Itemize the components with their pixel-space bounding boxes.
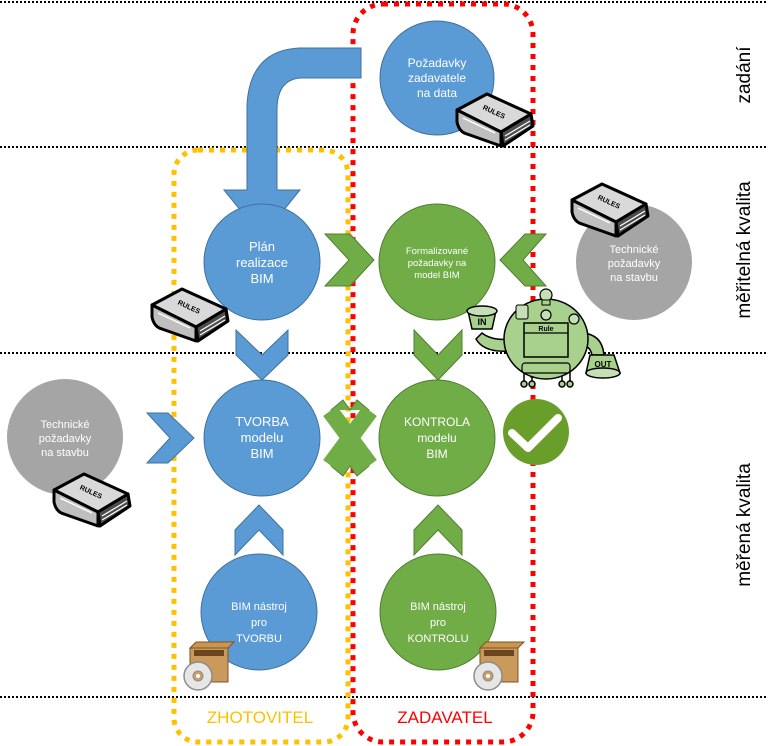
node-kontrola-line-1: KONTROLA <box>404 415 470 429</box>
node-tvorba-line-3: BIM <box>250 446 273 461</box>
node-nastroj-kontrola-line-2: pro <box>430 617 446 629</box>
node-tvorba-line-2: modelu <box>241 430 284 445</box>
node-plan-realizace: Plán realizace BIM <box>203 203 321 321</box>
node-nastroj-kontrola-line-1: BIM nástroj <box>410 601 466 613</box>
node-plan-realizace-line-3: BIM <box>250 271 273 286</box>
node-tvorba-line-1: TVORBA <box>235 414 289 429</box>
node-kontrola-line-3: BIM <box>426 447 447 461</box>
band-label-zadani: zadání <box>734 46 755 104</box>
rules-book-icon: RULES <box>52 472 132 528</box>
node-technicke-left-line-1: Technické <box>41 419 90 431</box>
chevron-up-icon <box>413 504 463 557</box>
node-pozadavky-zadavatele-line-1: Požadavky <box>408 56 467 70</box>
node-kontrola-line-2: modelu <box>417 431 456 445</box>
chevron-right-icon <box>145 412 195 464</box>
node-pozadavky-zadavatele-line-2: zadavatele <box>408 71 466 85</box>
chevron-down-icon <box>413 328 463 381</box>
zadavatel-label: ZADAVATEL <box>397 708 492 727</box>
band-labels: zadání měřitelná kvalita měřená kvalita <box>734 46 755 587</box>
node-technicke-left: Technické požadavky na stavbu <box>7 379 123 495</box>
chevron-down-icon <box>235 328 289 381</box>
chevron-right-icon <box>323 233 375 287</box>
rule-machine-panel-label: Rule <box>538 326 553 333</box>
rules-book-icon: RULES <box>570 182 650 238</box>
node-nastroj-tvorba-line-2: pro <box>251 617 267 629</box>
zhotovitel-label: ZHOTOVITEL <box>207 708 313 727</box>
node-formalizovane-line-2: požadavky na <box>408 258 467 269</box>
node-plan-realizace-line-1: Plán <box>249 239 275 254</box>
band-label-meritelna: měřitelná kvalita <box>734 181 755 319</box>
chevron-up-icon <box>234 504 284 557</box>
node-nastroj-tvorba: BIM nástroj pro TVORBU <box>200 553 318 671</box>
chevrons <box>145 233 548 557</box>
node-technicke-left-line-3: na stavbu <box>41 447 89 459</box>
node-kontrola: KONTROLA modelu BIM <box>378 379 496 497</box>
node-plan-realizace-line-2: realizace <box>236 255 288 270</box>
chevron-left-icon <box>499 233 548 287</box>
software-box-icon <box>183 641 235 691</box>
rules-book-icon: RULES <box>455 92 535 148</box>
node-nastroj-tvorba-line-3: TVORBU <box>236 633 282 645</box>
node-formalizovane: Formalizované požadavky na model BIM <box>378 203 496 321</box>
node-technicke-right-line-3: na stavbu <box>610 272 658 284</box>
rule-machine-in-label: IN <box>478 317 487 327</box>
rule-machine-out-label: OUT <box>595 360 612 369</box>
rules-book-icon: RULES <box>150 287 230 343</box>
software-box-icon <box>473 641 525 691</box>
node-technicke-right-line-1: Technické <box>610 244 659 256</box>
node-tvorba: TVORBA modelu BIM <box>203 379 321 497</box>
band-label-merena: měřená kvalita <box>734 463 755 587</box>
node-technicke-left-line-2: požadavky <box>39 433 92 445</box>
node-nastroj-kontrola: BIM nástroj pro KONTROLU <box>379 553 497 671</box>
x-cross-icon-bars <box>323 405 377 471</box>
node-nastroj-kontrola-line-3: KONTROLU <box>407 633 468 645</box>
check-circle-icon <box>503 399 569 465</box>
node-formalizovane-line-3: model BIM <box>414 270 459 281</box>
rule-machine-icon: IN OUT Rule <box>466 288 622 388</box>
node-formalizovane-line-1: Formalizované <box>406 246 468 257</box>
node-technicke-right-line-2: požadavky <box>608 258 661 270</box>
node-pozadavky-zadavatele-line-3: na data <box>417 86 457 100</box>
node-nastroj-tvorba-line-1: BIM nástroj <box>231 601 287 613</box>
